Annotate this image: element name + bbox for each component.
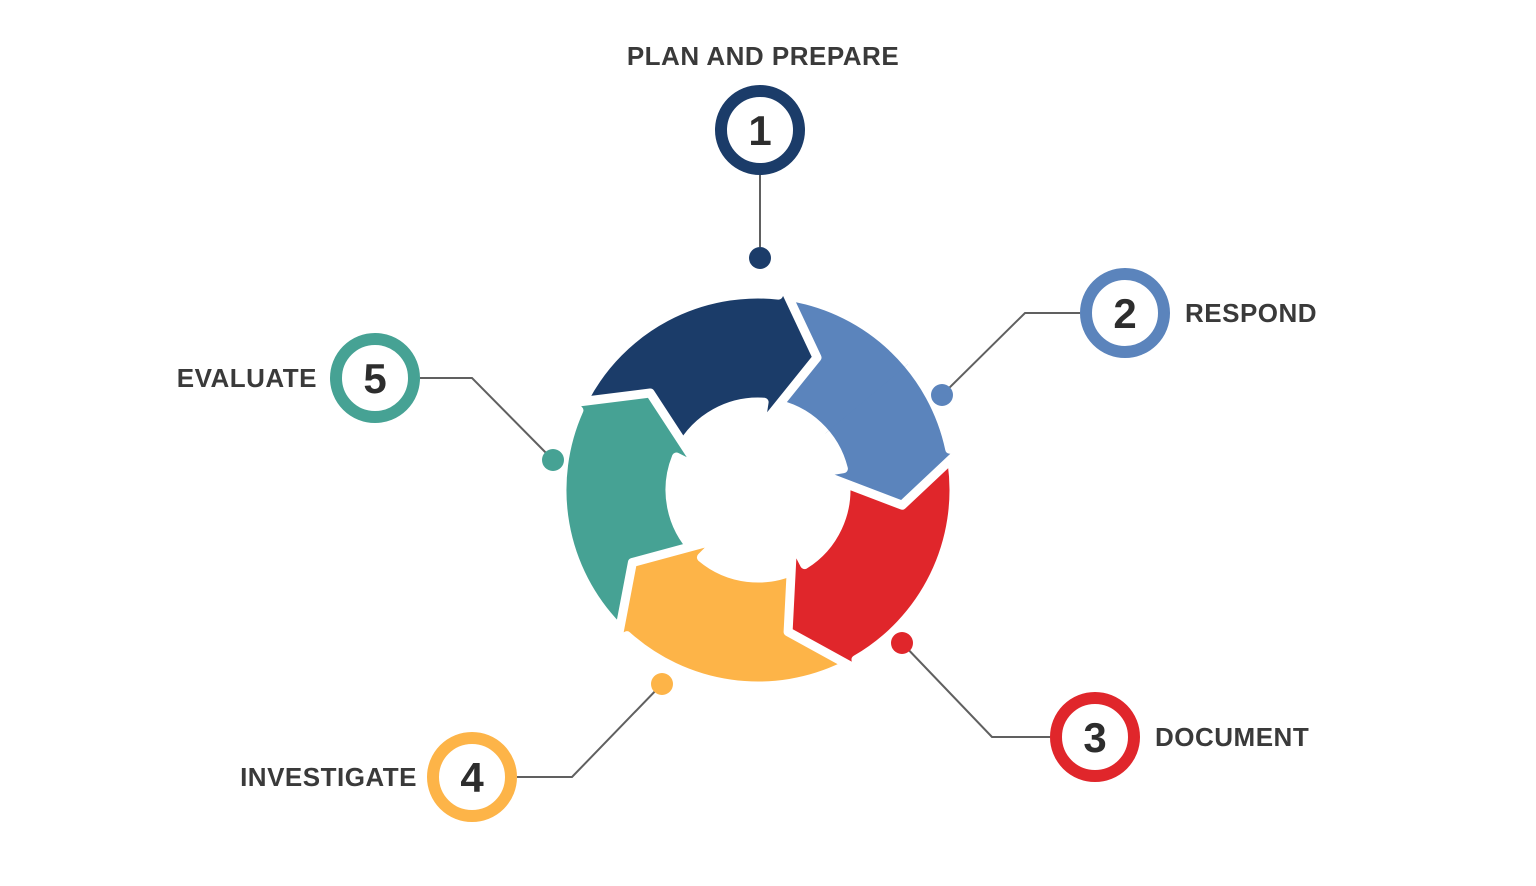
step-2-connector bbox=[941, 312, 1080, 396]
step-1-number: 1 bbox=[748, 107, 771, 154]
step-4-label: INVESTIGATE bbox=[240, 762, 417, 792]
cycle-arrows bbox=[557, 281, 965, 691]
step-5-badge bbox=[330, 333, 420, 423]
step-3-number: 3 bbox=[1083, 714, 1106, 761]
step-1-connector-dot bbox=[749, 247, 771, 269]
step-2-label: RESPOND bbox=[1185, 298, 1317, 328]
step-4-connector-dot bbox=[651, 673, 673, 695]
step-2-badge bbox=[1080, 268, 1170, 358]
step-3-label: DOCUMENT bbox=[1155, 722, 1309, 752]
step-3-badge bbox=[1050, 692, 1140, 782]
step-5-number: 5 bbox=[363, 355, 386, 402]
step-5-group: 5 EVALUATE bbox=[177, 333, 564, 471]
step-4-group: 4 INVESTIGATE bbox=[240, 673, 673, 822]
step-1-group: 1 PLAN AND PREPARE bbox=[627, 41, 899, 269]
step-3-group: 3 DOCUMENT bbox=[891, 632, 1309, 782]
step-5-connector bbox=[420, 377, 554, 461]
step-3-connector bbox=[901, 642, 1050, 738]
step-2-number: 2 bbox=[1113, 290, 1136, 337]
step-5-label: EVALUATE bbox=[177, 363, 317, 393]
cycle-arrow-document bbox=[783, 458, 959, 675]
step-2-group: 2 RESPOND bbox=[931, 268, 1317, 406]
step-4-badge bbox=[427, 732, 517, 822]
step-4-number: 4 bbox=[460, 754, 484, 801]
step-1-badge bbox=[715, 85, 805, 175]
step-4-connector bbox=[517, 683, 663, 778]
step-2-connector-dot bbox=[931, 384, 953, 406]
step-1-label: PLAN AND PREPARE bbox=[627, 41, 899, 71]
step-3-connector-dot bbox=[891, 632, 913, 654]
step-5-connector-dot bbox=[542, 449, 564, 471]
